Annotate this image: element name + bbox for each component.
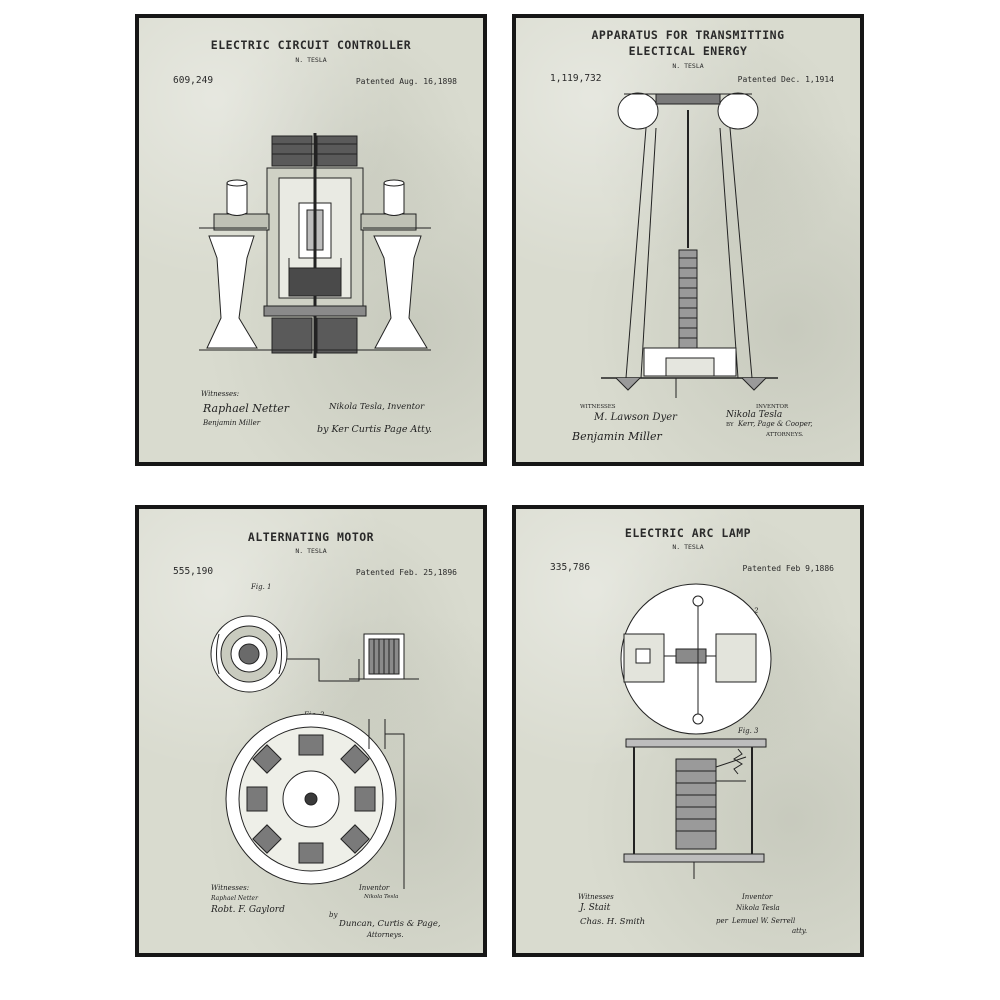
witness-signature: J. Stait [580,903,611,913]
witnesses-label: WITNESSES [580,404,616,410]
patent-date: Patented Aug. 16,1898 [355,77,457,86]
patent-date: Patented Dec. 1,1914 [737,75,834,84]
attorney-signature: Duncan, Curtis & Page, [339,919,441,929]
witness-signature: Chas. H. Smith [580,917,646,927]
patent-number: 335,786 [550,562,591,573]
witness-signature: Robt. F. Gaylord [211,905,285,915]
poster-title-line-1: APPARATUS FOR TRANSMITTING [591,28,785,42]
poster-transmitting-apparatus: APPARATUS FOR TRANSMITTING ELECTICAL ENE… [512,14,864,466]
poster-inventor: N. TESLA [672,543,704,551]
poster-title-line-2: ELECTICAL ENERGY [628,44,748,58]
motor-drawing [210,615,419,889]
inventor-label: Inventor [359,884,390,892]
inventor-label: INVENTOR [756,404,789,410]
patent-date: Patented Feb 9,1886 [742,564,834,573]
poster-paper: APPARATUS FOR TRANSMITTING ELECTICAL ENE… [516,18,860,462]
attorneys-label: Attorneys. [367,931,404,939]
poster-paper: ELECTRIC ARC LAMP N. TESLA 335,786 Paten… [516,509,860,953]
witnesses-label: Witnesses: [211,884,250,892]
witnesses-label: Witnesses [578,893,614,901]
poster-inventor: N. TESLA [295,547,327,555]
attorney-prefix: BY [726,422,734,428]
patent-number: 1,119,732 [550,73,602,84]
witness-signature: M. Lawson Dyer [594,412,677,423]
attorneys-label: ATTORNEYS. [766,432,804,438]
inventor-signature: Nikola Tesla [736,904,780,912]
witness-signature: Raphael Netter [211,895,258,902]
poster-paper: ELECTRIC CIRCUIT CONTROLLER N. TESLA 609… [139,18,483,462]
witness-signature: Raphael Netter [203,402,290,415]
attorney-signature: Kerr, Page & Cooper, [738,420,813,428]
fig-label: Fig. 1 [251,583,272,591]
patent-number: 555,190 [173,566,214,577]
witness-signature: Benjamin Miller [203,419,261,427]
attorney-suffix: atty. [792,927,808,935]
witnesses-label: Witnesses: [201,390,240,398]
attorney-signature: Lemuel W. Serrell [732,917,796,925]
arc-lamp-drawing [620,583,772,879]
poster-inventor: N. TESLA [672,62,704,70]
inventor-signature: Nikola Tesla [364,894,399,900]
poster-circuit-controller: ELECTRIC CIRCUIT CONTROLLER N. TESLA 609… [135,14,487,466]
poster-inventor: N. TESLA [295,56,327,64]
inventor-label: Inventor [742,893,773,901]
patent-number: 609,249 [173,75,214,86]
poster-title: ELECTRIC ARC LAMP [624,526,752,540]
attorney-prefix: by [329,911,338,919]
poster-arc-lamp: ELECTRIC ARC LAMP N. TESLA 335,786 Paten… [512,505,864,957]
fig-label: Fig. 3 [738,727,759,735]
attorney-prefix: per [716,917,728,925]
inventor-signature: Nikola Tesla [726,410,783,420]
inventor-signature: Nikola Tesla, Inventor [329,402,425,412]
tower-drawing [601,92,778,398]
witness-signature: Benjamin Miller [572,430,662,443]
poster-title: ALTERNATING MOTOR [247,530,375,544]
patent-date: Patented Feb. 25,1896 [355,568,457,577]
circuit-controller-drawing [199,133,431,358]
attorney-signature: by Ker Curtis Page Atty. [317,424,432,435]
poster-title: ELECTRIC CIRCUIT CONTROLLER [210,38,412,52]
poster-alternating-motor: ALTERNATING MOTOR N. TESLA 555,190 Paten… [135,505,487,957]
poster-paper: ALTERNATING MOTOR N. TESLA 555,190 Paten… [139,509,483,953]
